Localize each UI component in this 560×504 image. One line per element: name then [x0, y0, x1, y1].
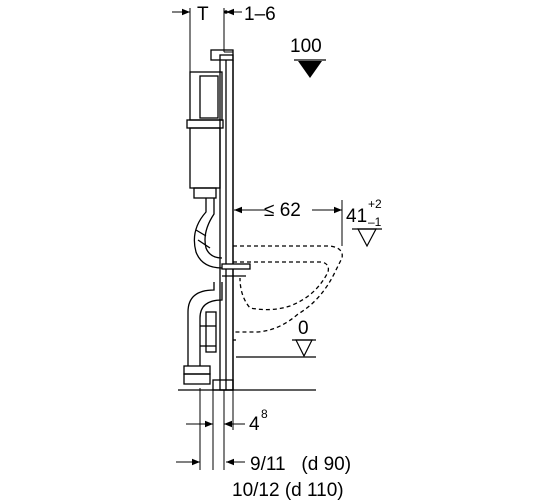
label-floor: 0 [298, 318, 309, 339]
drain-pipe [183, 282, 223, 385]
label-wall-offset: 4 [249, 414, 260, 435]
label-T: T [197, 4, 209, 25]
cistern [186, 71, 224, 199]
label-tol-minus: –1 [368, 215, 382, 229]
label-bottom-1: 9/11 (d 90) [250, 454, 351, 475]
bowl-mount [221, 263, 251, 277]
label-seat-depth: ≤ 62 [264, 200, 301, 221]
dim-bottom-arrows [176, 420, 245, 466]
label-wall-offset-sup: 8 [261, 407, 268, 421]
label-seat-height: 41 [346, 206, 367, 227]
extension-lines [189, 8, 234, 470]
dim-seat-depth-arrows [234, 200, 343, 246]
toilet-bowl [233, 245, 343, 341]
flush-pipe [193, 198, 223, 269]
label-tol-plus: +2 [368, 197, 382, 211]
height-marker-41 [352, 228, 382, 248]
label-1-6: 1–6 [244, 4, 276, 25]
label-bottom-2: 10/12 (d 110) [232, 480, 344, 501]
center-dot [224, 10, 228, 14]
height-marker-0 [292, 339, 316, 358]
height-marker-100 [294, 59, 326, 78]
label-100: 100 [290, 36, 322, 57]
